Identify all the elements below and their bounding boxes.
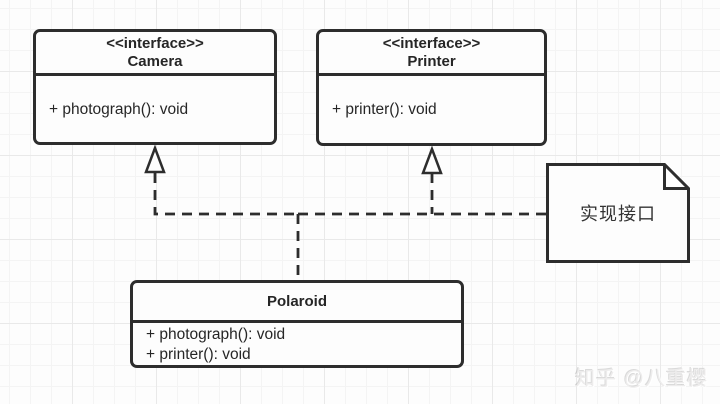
class-members: + photograph(): void + printer(): void: [133, 323, 461, 365]
class-members: + printer(): void: [319, 76, 544, 144]
note-connector-line: [296, 212, 546, 281]
hollow-triangle-arrowhead: [421, 145, 443, 175]
class-name: Camera: [127, 53, 183, 70]
member-label: + photograph(): void: [49, 100, 189, 118]
class-header: <<interface>> Camera: [36, 32, 274, 76]
note-label: 实现接口: [580, 204, 656, 224]
zhihu-watermark: 知乎 @八重樱: [575, 368, 708, 390]
class-box-camera: <<interface>> Camera + photograph(): voi…: [33, 29, 277, 145]
member-label: + photograph(): void: [146, 326, 286, 343]
member-label: + printer(): void: [146, 346, 251, 363]
class-box-polaroid: Polaroid + photograph(): void + printer(…: [130, 280, 464, 368]
hollow-triangle-arrowhead: [144, 144, 166, 174]
realization-edge-polaroid-camera: [144, 144, 298, 216]
stereotype-label: <<interface>>: [382, 35, 481, 52]
realization-edge-polaroid-printer: [421, 145, 443, 214]
member-label: + printer(): void: [332, 101, 437, 118]
class-box-printer: <<interface>> Printer + printer(): void: [316, 29, 547, 146]
note-fold-corner: [663, 164, 689, 190]
note-shape: [546, 163, 690, 263]
class-members: + photograph(): void: [36, 76, 274, 143]
class-header: Polaroid: [133, 283, 461, 323]
class-name: Polaroid: [266, 293, 327, 310]
class-name: Printer: [407, 53, 456, 70]
stereotype-label: <<interface>>: [106, 35, 204, 52]
class-header: <<interface>> Printer: [319, 32, 544, 76]
